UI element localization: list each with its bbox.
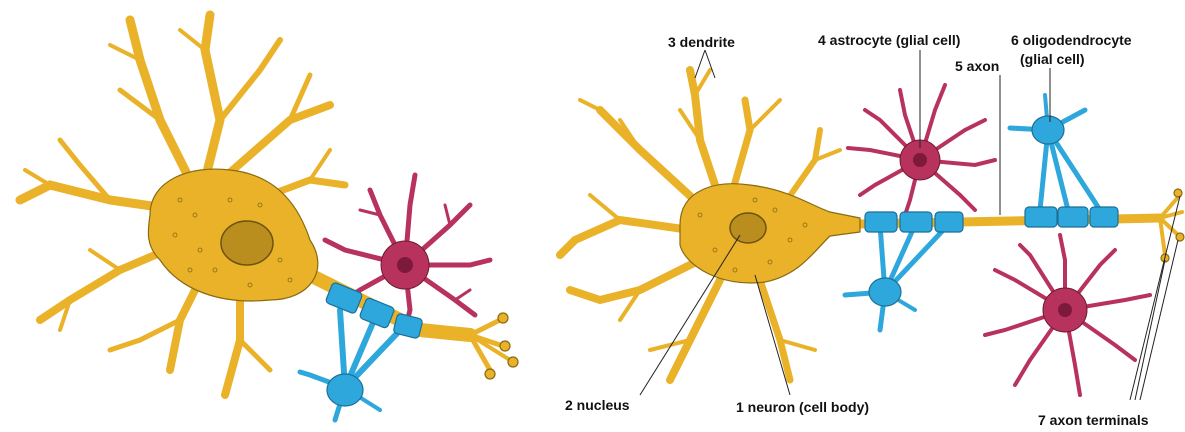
right-oligodendrocyte-upper — [1010, 95, 1118, 227]
right-figure: 3 dendrite 4 astrocyte (glial cell) 6 ol… — [560, 32, 1184, 428]
right-astrocyte-top — [848, 85, 995, 215]
left-figure — [20, 15, 518, 420]
label-dendrite: 3 dendrite — [668, 34, 735, 50]
right-neuron-nucleus — [730, 213, 766, 243]
label-axon: 5 axon — [955, 58, 999, 74]
left-neuron-nucleus — [221, 221, 273, 265]
right-astrocyte-bottom — [985, 235, 1150, 395]
right-oligodendrocyte-lower — [845, 212, 963, 330]
right-neuron-cell-body — [680, 184, 860, 283]
label-oligodendrocyte-line1: 6 oligodendrocyte — [1011, 32, 1132, 48]
label-nucleus: 2 nucleus — [565, 397, 630, 413]
label-astrocyte: 4 astrocyte (glial cell) — [818, 32, 960, 48]
label-axon-terminals: 7 axon terminals — [1038, 412, 1149, 428]
label-neuron: 1 neuron (cell body) — [736, 399, 869, 415]
label-oligodendrocyte-line2: (glial cell) — [1020, 51, 1085, 67]
